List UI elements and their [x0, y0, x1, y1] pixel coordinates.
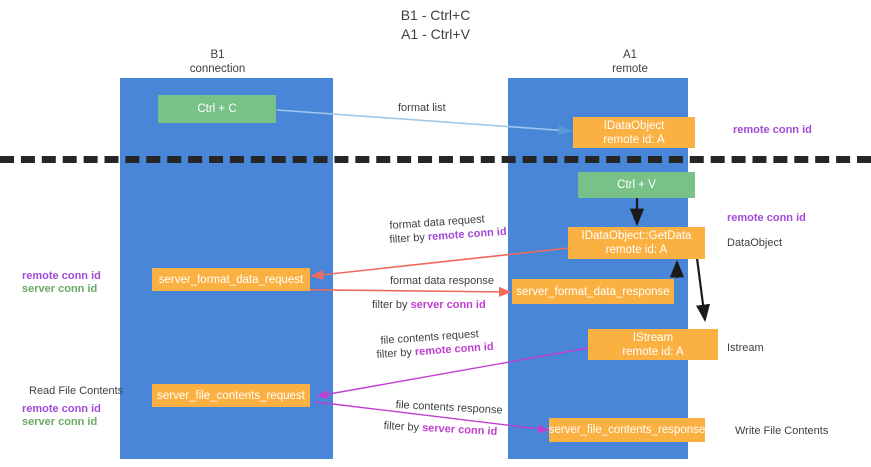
edge-label-file-contents-response: file contents response: [395, 398, 503, 417]
left-label-remote-conn-id: remote conn id: [22, 270, 101, 282]
filter-prefix: filter by: [383, 419, 423, 434]
left-label-server-conn-id: server conn id: [22, 283, 98, 295]
filter-key-remote-conn-id: remote conn id: [414, 340, 494, 359]
phase-divider: [0, 156, 871, 163]
filter-prefix: filter by: [389, 231, 429, 246]
right-label-istream: Istream: [727, 342, 764, 354]
right-label-dataobject: DataObject: [727, 237, 783, 249]
filter-key-server-conn-id: server conn id: [410, 299, 486, 311]
lane-header-b1: B1 connection: [189, 49, 246, 75]
arrow-getdata-to-istream: [695, 257, 711, 323]
page-title: B1 - Ctrl+C A1 - Ctrl+V: [400, 7, 471, 42]
node-server-format-data-request[interactable]: server_format_data_request: [152, 268, 310, 291]
edge-label-format-list: format list: [398, 102, 446, 114]
node-server-format-data-response[interactable]: server_format_data_response: [512, 279, 674, 304]
node-server-file-contents-response[interactable]: server_file_contents_response: [549, 418, 705, 442]
node-server-file-contents-request[interactable]: server_file_contents_request: [152, 384, 310, 407]
node-ctrl-v[interactable]: Ctrl + V: [578, 172, 695, 198]
node-istream[interactable]: IStream remote id: A: [588, 329, 718, 360]
node-idataobject[interactable]: IDataObject remote id: A: [573, 117, 695, 148]
left-label-read-file-contents: Read File Contents: [29, 385, 124, 397]
filter-prefix: filter by: [376, 346, 416, 361]
filter-prefix: filter by: [372, 299, 411, 311]
edge-label-file-contents-response-filter: filter by server conn id: [383, 419, 497, 439]
left-label-remote-conn-id-2: remote conn id: [22, 403, 101, 415]
filter-key-remote-conn-id: remote conn id: [427, 225, 507, 244]
lane-header-a1: A1 remote: [612, 49, 648, 75]
node-idataobject-getdata[interactable]: IDataObject::GetData remote id: A: [568, 227, 705, 259]
edge-label-format-data-response-filter: filter by server conn id: [372, 298, 486, 312]
node-ctrl-c[interactable]: Ctrl + C: [158, 95, 276, 123]
right-label-remote-conn-id-mid: remote conn id: [727, 212, 806, 224]
right-label-remote-conn-id-top: remote conn id: [733, 124, 812, 136]
right-label-write-file-contents: Write File Contents: [735, 425, 829, 437]
filter-key-server-conn-id: server conn id: [421, 422, 498, 438]
edge-label-format-data-response: format data response: [390, 275, 494, 287]
left-label-server-conn-id-2: server conn id: [22, 416, 98, 428]
